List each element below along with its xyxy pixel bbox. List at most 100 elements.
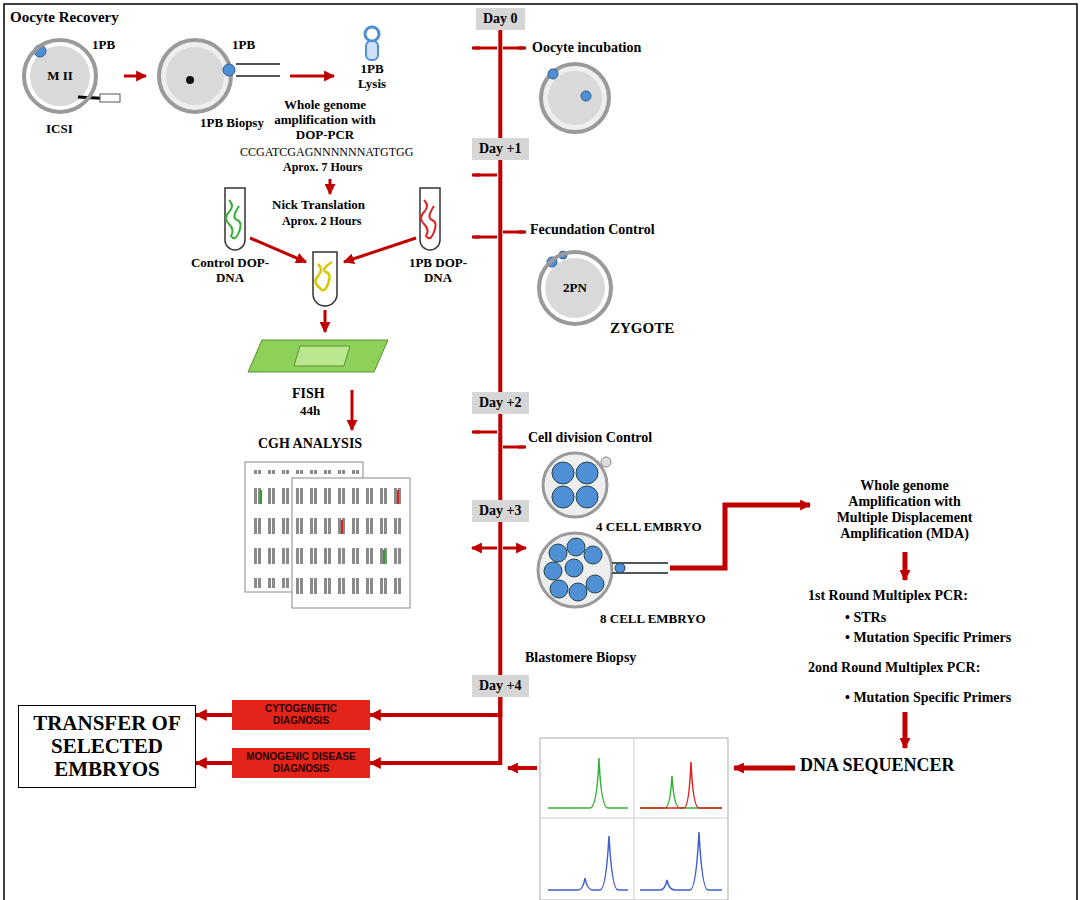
node-text: Day +2 bbox=[479, 395, 522, 411]
timeline-connector bbox=[498, 522, 502, 675]
flow-arrow bbox=[124, 75, 146, 78]
tube bbox=[366, 41, 378, 60]
timeline-tick bbox=[472, 48, 480, 548]
label-text: Aprox. 7 Hours bbox=[283, 161, 362, 175]
polar-body bbox=[34, 45, 46, 57]
timeline-connector bbox=[498, 414, 502, 500]
flow-arrow bbox=[903, 552, 908, 580]
label-text: Oocyte incubation bbox=[532, 40, 641, 56]
flow-arrow bbox=[344, 238, 416, 262]
biopsied-blastomere bbox=[615, 563, 625, 573]
chromosomes bbox=[581, 91, 591, 101]
blastomere bbox=[567, 538, 585, 556]
label-text: CGH ANALYSIS bbox=[258, 436, 362, 452]
oocyte bbox=[541, 64, 609, 132]
node-text: Day +4 bbox=[479, 678, 522, 694]
tube-cap bbox=[365, 27, 379, 41]
node-text: M II bbox=[47, 68, 73, 84]
polar-body bbox=[601, 457, 611, 467]
tube bbox=[420, 188, 440, 250]
flow-arrow bbox=[670, 505, 810, 568]
flow-arrow bbox=[329, 179, 332, 194]
timeline-connector bbox=[196, 713, 232, 717]
label-text: • STRs bbox=[845, 610, 886, 626]
electropherogram bbox=[540, 738, 728, 900]
flow-arrow bbox=[351, 390, 354, 430]
flow-arrow bbox=[903, 712, 908, 748]
peak bbox=[640, 832, 722, 890]
day-marker: Day 0 bbox=[476, 8, 525, 30]
zygote-cell: 2PN bbox=[537, 250, 613, 326]
node-text: Day +1 bbox=[479, 141, 522, 157]
label-text: CCGATCGAGNNNNNNATGTGG bbox=[240, 146, 413, 160]
diagnosis-box: MONOGENIC DISEASE DIAGNOSIS bbox=[232, 748, 370, 778]
coverslip bbox=[294, 346, 350, 366]
peak bbox=[640, 762, 722, 808]
dna-green bbox=[226, 200, 241, 238]
label-text: ICSI bbox=[46, 122, 73, 137]
label-text: • Mutation Specific Primers bbox=[845, 630, 1011, 646]
node-text: Day +3 bbox=[479, 503, 522, 519]
loss-mark bbox=[397, 490, 399, 504]
cytoplasm bbox=[545, 258, 605, 318]
karyogram bbox=[292, 478, 410, 608]
transfer-box: TRANSFER OF SELECTED EMBRYOS bbox=[18, 705, 196, 788]
blastomere bbox=[549, 544, 567, 562]
label-text: FISH bbox=[292, 386, 325, 402]
cytoplasm bbox=[166, 47, 224, 105]
label-text: 4 CELL EMBRYO bbox=[596, 520, 702, 535]
biopsy-pipette bbox=[236, 64, 280, 76]
flow-arrow bbox=[734, 766, 795, 771]
oocyte-cell: M II bbox=[22, 38, 98, 114]
blastomere bbox=[584, 546, 602, 564]
oocyte bbox=[159, 40, 231, 112]
label-text: 1PB DOP-DNA bbox=[398, 256, 478, 286]
node-text: MONOGENIC DISEASE DIAGNOSIS bbox=[238, 751, 364, 775]
blastomere bbox=[552, 462, 574, 484]
blastomere bbox=[565, 559, 583, 577]
label-text: Aprox. 2 Hours bbox=[282, 215, 361, 229]
day-marker: Day +3 bbox=[472, 500, 529, 522]
polar-body bbox=[547, 257, 557, 267]
chromosomes bbox=[296, 480, 406, 604]
cytoplasm bbox=[548, 71, 602, 125]
peak bbox=[548, 758, 628, 808]
icsi-pipette bbox=[100, 94, 120, 102]
flow-arrow bbox=[290, 75, 334, 78]
diagnosis-box: CYTOGENETIC DIAGNOSIS bbox=[232, 700, 370, 730]
timeline-tick bbox=[474, 48, 497, 548]
timeline-connector bbox=[498, 30, 502, 138]
label-text: DNA SEQUENCER bbox=[800, 755, 955, 776]
polar-body bbox=[548, 69, 558, 79]
dna-yellow bbox=[315, 262, 332, 290]
peak bbox=[640, 776, 722, 808]
node-text: Day 0 bbox=[483, 11, 518, 27]
node-text: CYTOGENETIC DIAGNOSIS bbox=[238, 703, 364, 727]
peak bbox=[548, 836, 628, 890]
label-text: 8 CELL EMBRYO bbox=[600, 612, 706, 627]
slide bbox=[248, 340, 388, 372]
gain-mark bbox=[383, 550, 385, 564]
blastomere bbox=[569, 583, 587, 601]
label-text: Nick Translation bbox=[272, 198, 365, 213]
label-text: 1PB bbox=[232, 38, 255, 53]
label-text: Whole genome Amplification with Multiple… bbox=[822, 478, 987, 542]
timeline-connector bbox=[370, 697, 500, 715]
blastomere bbox=[544, 562, 562, 580]
polar-body bbox=[223, 64, 235, 76]
biopsy-pipette bbox=[612, 563, 668, 573]
frame bbox=[4, 4, 1077, 900]
label-text: 1PB Lysis bbox=[350, 62, 394, 92]
node-text: TRANSFER OF SELECTED EMBRYOS bbox=[27, 712, 187, 781]
blastomere bbox=[586, 575, 604, 593]
label-text: 2ond Round Multiplex PCR: bbox=[808, 660, 980, 676]
label-text: 44h bbox=[300, 404, 320, 419]
day-marker: Day +2 bbox=[472, 392, 529, 414]
label-text: Whole genome amplification with DOP-PCR bbox=[260, 98, 390, 143]
timeline-connector bbox=[498, 160, 502, 392]
label-text: 1st Round Multiplex PCR: bbox=[808, 588, 968, 604]
blastomere bbox=[552, 486, 574, 508]
dna-red bbox=[421, 200, 436, 238]
flow-arrow bbox=[324, 310, 327, 332]
